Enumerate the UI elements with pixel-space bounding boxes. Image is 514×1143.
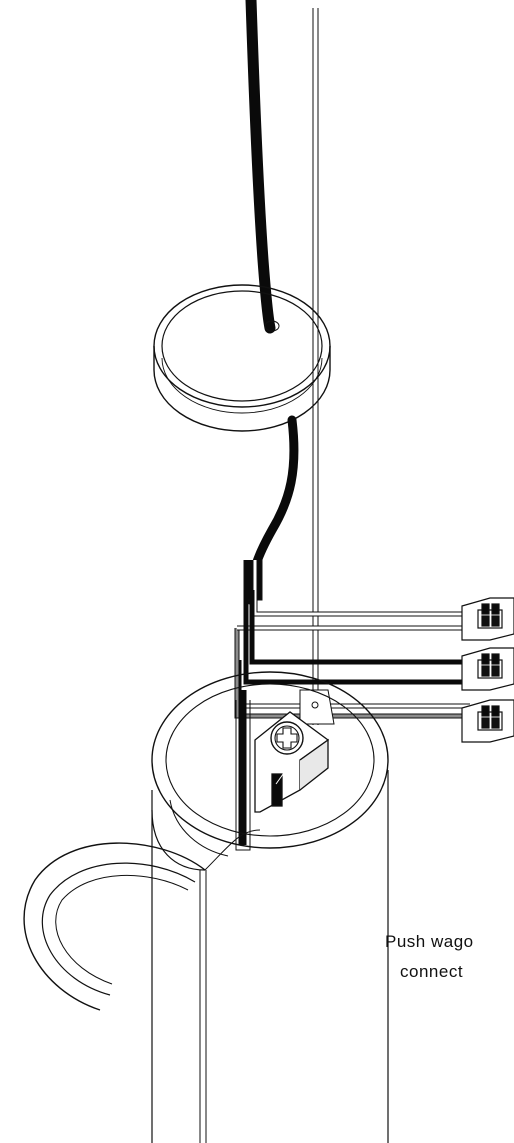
canopy-ring bbox=[153, 284, 331, 432]
wires-grey bbox=[234, 560, 470, 719]
support-rod bbox=[312, 8, 319, 725]
ground-tab bbox=[299, 689, 335, 725]
spot-ring bbox=[23, 809, 261, 1011]
wago-connector-middle bbox=[461, 647, 514, 691]
power-cable-top bbox=[245, 0, 276, 334]
wago-connector-bottom bbox=[461, 699, 514, 743]
instruction-caption-line1: Push wago bbox=[385, 932, 474, 951]
wago-connector-top bbox=[461, 597, 514, 641]
instruction-caption-line2: connect bbox=[400, 962, 464, 981]
cross-screw-icon bbox=[270, 721, 304, 755]
wire-entry bbox=[235, 700, 251, 851]
lamp-body bbox=[151, 671, 389, 1143]
wires-black bbox=[238, 590, 470, 845]
